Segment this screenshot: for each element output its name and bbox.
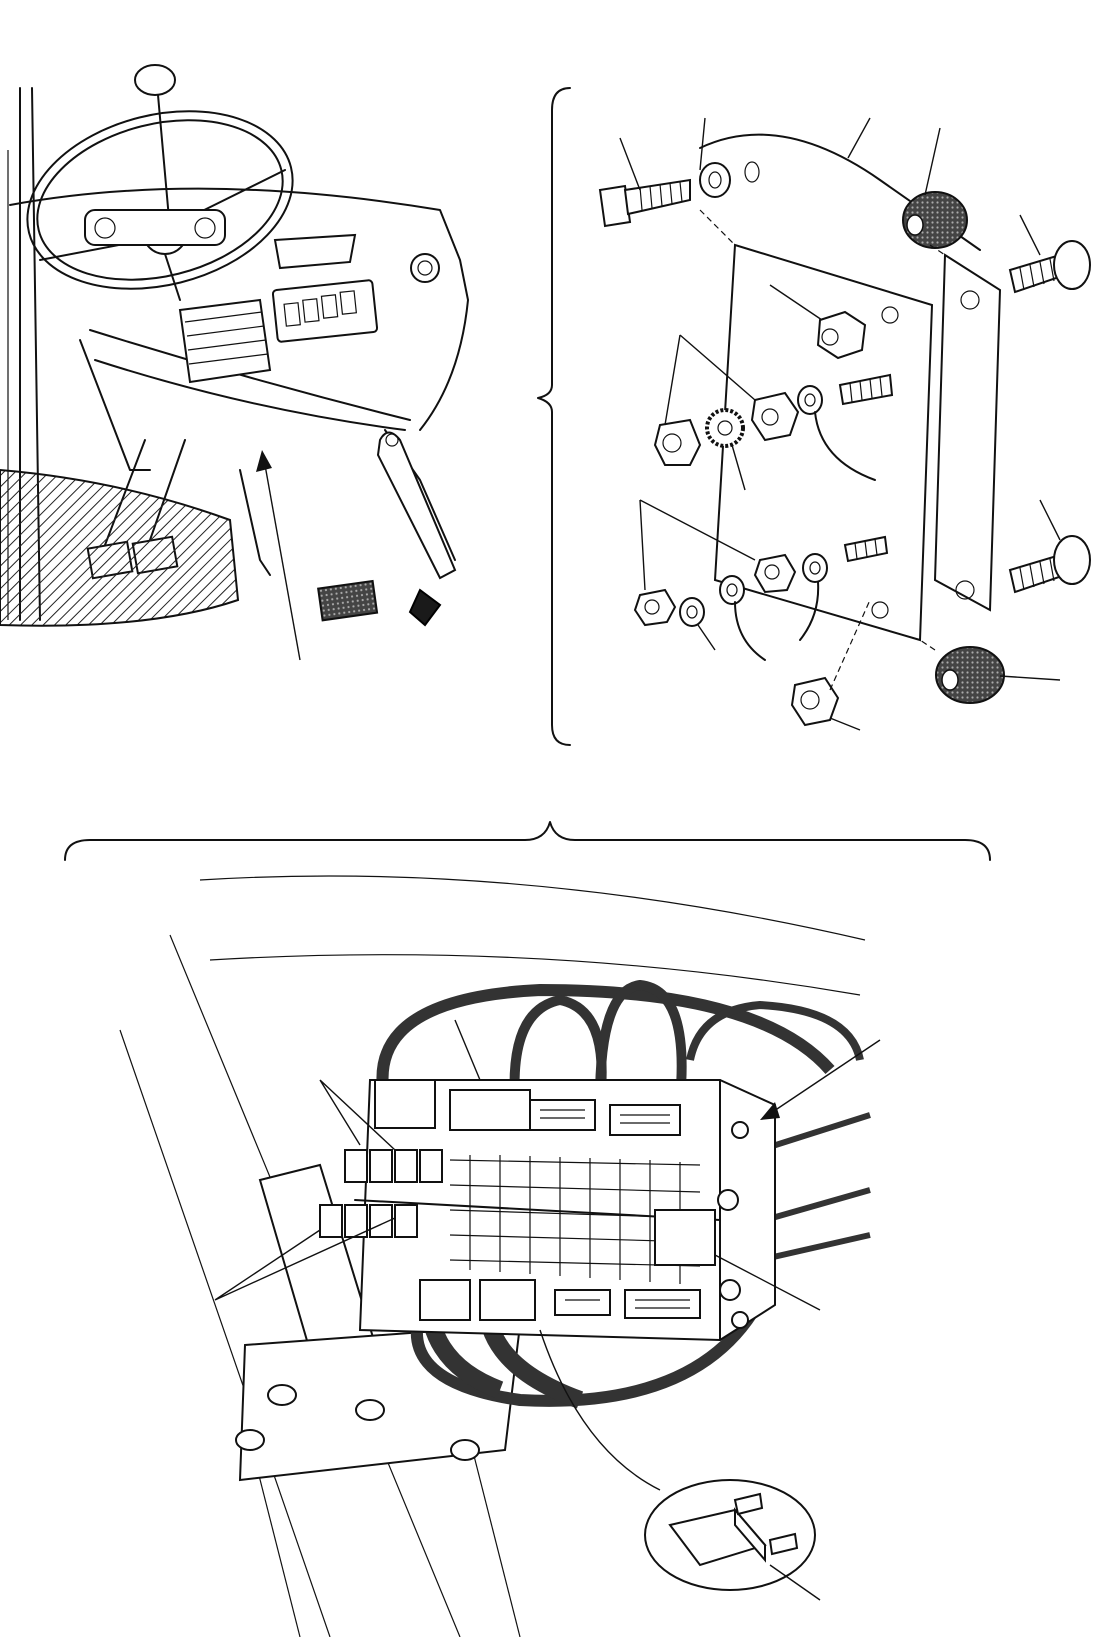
washer-top bbox=[699, 161, 760, 198]
relay-detail bbox=[539, 1329, 816, 1591]
fuse-relay-grid bbox=[319, 1149, 701, 1284]
control-unit-installed-view bbox=[119, 875, 881, 1637]
side-bracket bbox=[933, 253, 1002, 612]
central-electronic-unit bbox=[319, 1079, 776, 1342]
gear-lever bbox=[134, 64, 176, 231]
nuts bbox=[633, 310, 867, 727]
leader-lines-unit bbox=[214, 1019, 881, 1601]
switch-panel bbox=[271, 279, 379, 343]
cable-lugs bbox=[719, 385, 876, 661]
relay-on-unit bbox=[654, 1209, 716, 1266]
control-boot bbox=[178, 298, 272, 384]
mounting-plate-exploded-view bbox=[537, 87, 1091, 746]
lock-washer bbox=[679, 408, 745, 627]
bolt-top-left bbox=[598, 178, 691, 228]
bolt-top-right bbox=[1008, 240, 1091, 294]
base-plate bbox=[235, 1323, 522, 1482]
hand-lever bbox=[376, 431, 457, 627]
right-brace bbox=[537, 87, 571, 746]
cab-dashboard-view bbox=[0, 64, 469, 661]
rubber-mount-bottom bbox=[935, 646, 1005, 704]
rubber-mount-top bbox=[902, 191, 968, 249]
mounting-plate bbox=[713, 243, 934, 642]
location-arrow bbox=[256, 450, 301, 661]
bolt-bottom-right bbox=[1008, 535, 1091, 594]
bottom-brace bbox=[64, 821, 991, 861]
leader-lines-plate bbox=[619, 117, 1061, 731]
